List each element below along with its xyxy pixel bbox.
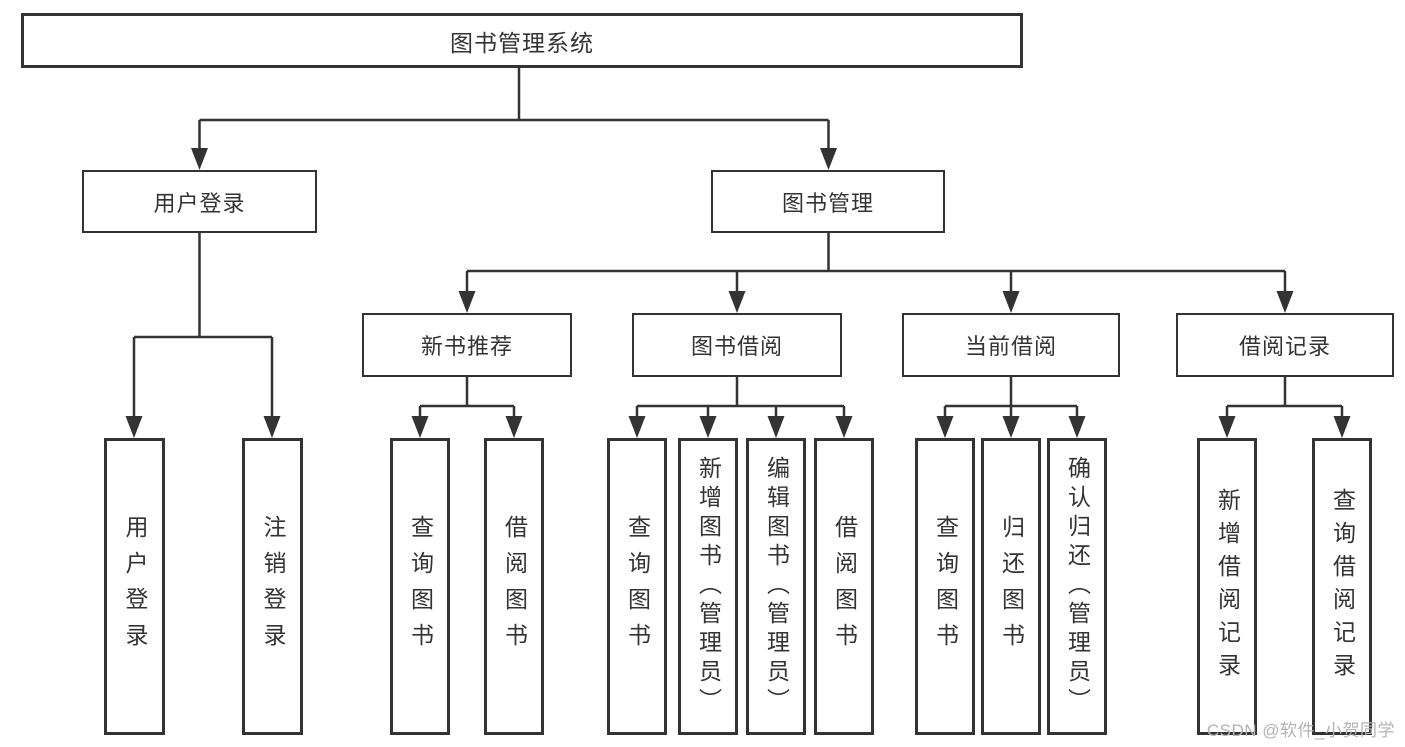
node-leaf-logout: 注销登录 [242, 438, 303, 735]
arrowhead-book-borrow [728, 291, 746, 313]
node-cb-query-books: 查询图书 [915, 438, 975, 735]
arrowhead-br-add [1218, 416, 1236, 438]
csdn-watermark: CSDN @软件_小贺同学 [1206, 721, 1395, 740]
connector-current-borrow-children [936, 377, 1086, 438]
arrowhead-nbr-borrow [505, 416, 523, 438]
node-current-borrow: 当前借阅 [902, 313, 1120, 377]
arrowhead-cb-return [1002, 416, 1020, 438]
arrowhead-bb-borrow [835, 416, 853, 438]
arrowhead-bb-edit [767, 416, 785, 438]
arrowhead-leaf-logout [263, 416, 281, 438]
arrowhead-current-borrow [1002, 291, 1020, 313]
connector-book-borrow-children [628, 377, 853, 438]
node-cb-confirm-return: 确认归还（管理员） [1047, 438, 1107, 735]
arrowhead-bb-query [628, 416, 646, 438]
arrowhead-cb-query [936, 416, 954, 438]
arrowhead-leaf-user-login [125, 416, 143, 438]
node-br-query-record: 查询借阅记录 [1312, 438, 1372, 735]
node-cb-query-books-label: 查询图书 [932, 514, 959, 659]
node-borrow-records-label: 借阅记录 [1238, 334, 1331, 359]
arrowhead-user-login [191, 148, 208, 170]
arrowhead-br-query [1333, 416, 1351, 438]
node-leaf-user-login-label: 用户登录 [122, 514, 148, 659]
node-cb-return-books-label: 归还图书 [998, 514, 1025, 659]
arrowhead-cb-confirm [1068, 416, 1086, 438]
node-nbr-query-books-label: 查询图书 [407, 514, 434, 659]
node-cb-return-books: 归还图书 [981, 438, 1041, 735]
arrowhead-new-book-recommend [458, 291, 476, 313]
node-book-borrow-label: 图书借阅 [690, 334, 783, 359]
node-current-borrow-label: 当前借阅 [964, 334, 1057, 359]
connector-user-login-children [125, 233, 281, 438]
node-bb-borrow-books: 借阅图书 [814, 438, 874, 735]
connector-root-to-level2 [191, 68, 837, 170]
node-user-login: 用户登录 [82, 170, 317, 233]
node-book-management: 图书管理 [711, 170, 945, 233]
connector-borrow-records-children [1218, 377, 1351, 438]
arrowhead-bb-add [699, 416, 717, 438]
arrowhead-nbr-query [411, 416, 429, 438]
node-br-query-record-label: 查询借阅记录 [1329, 487, 1356, 686]
node-nbr-borrow-books-label: 借阅图书 [501, 514, 528, 659]
node-bb-add-books-label: 新增图书（管理员） [695, 456, 722, 717]
node-bb-query-books: 查询图书 [607, 438, 667, 735]
node-br-add-record-label: 新增借阅记录 [1214, 487, 1241, 686]
node-cb-confirm-return-label: 确认归还（管理员） [1064, 456, 1091, 717]
node-book-management-label: 图书管理 [781, 190, 874, 216]
node-borrow-records: 借阅记录 [1176, 313, 1394, 377]
node-user-login-label: 用户登录 [153, 190, 246, 216]
node-bb-query-books-label: 查询图书 [624, 514, 651, 659]
node-new-book-recommend: 新书推荐 [362, 313, 572, 377]
node-nbr-query-books: 查询图书 [390, 438, 450, 735]
arrowhead-book-management [820, 148, 837, 170]
node-nbr-borrow-books: 借阅图书 [484, 438, 544, 735]
node-leaf-logout-label: 注销登录 [260, 514, 286, 659]
node-leaf-user-login: 用户登录 [104, 438, 165, 735]
node-root-library-system: 图书管理系统 [21, 13, 1023, 68]
node-br-add-record: 新增借阅记录 [1197, 438, 1257, 735]
arrowhead-borrow-records [1276, 291, 1294, 313]
node-bb-edit-books: 编辑图书（管理员） [746, 438, 806, 735]
connector-new-book-children [411, 377, 523, 438]
node-root-label: 图书管理系统 [450, 29, 594, 56]
node-book-borrow: 图书借阅 [632, 313, 842, 377]
connector-book-management-children [458, 233, 1294, 313]
node-bb-borrow-books-label: 借阅图书 [831, 514, 858, 659]
node-bb-edit-books-label: 编辑图书（管理员） [763, 456, 790, 717]
node-new-book-recommend-label: 新书推荐 [420, 334, 513, 359]
node-bb-add-books: 新增图书（管理员） [678, 438, 738, 735]
